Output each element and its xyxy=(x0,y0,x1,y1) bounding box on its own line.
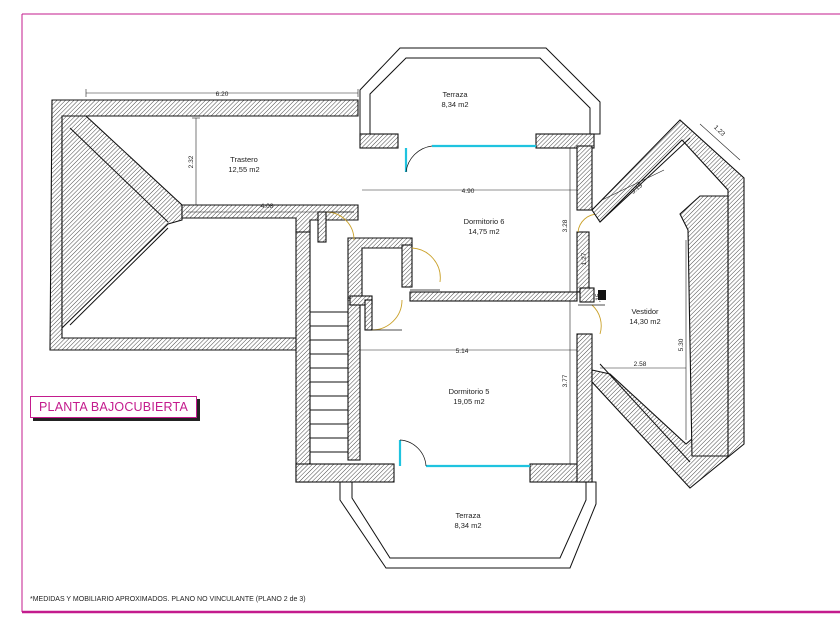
dim-label: 1.27 xyxy=(581,252,588,265)
dim-label: 2.58 xyxy=(634,361,647,368)
dim-label: 5.30 xyxy=(678,338,685,351)
doors xyxy=(325,211,605,335)
dim-label: 6.20 xyxy=(216,91,229,98)
vestidor-area: 14,30 m2 xyxy=(629,317,660,326)
dim-label: 4.08 xyxy=(261,203,274,210)
dormitorio5-area: 19,05 m2 xyxy=(453,397,484,406)
dim-label: 1.23 xyxy=(712,124,726,138)
trastero-area: 12,55 m2 xyxy=(228,165,259,174)
left-roof xyxy=(49,99,359,351)
dressing-room xyxy=(591,119,745,489)
stairs xyxy=(310,311,348,453)
dim-label: 3.28 xyxy=(562,219,569,232)
dim-label: 4.90 xyxy=(462,188,475,195)
terrace-top-name: Terraza xyxy=(442,90,468,99)
plan-title: PLANTA BAJOCUBIERTA xyxy=(30,396,197,418)
terrace-bottom xyxy=(339,481,597,569)
glass-doors xyxy=(398,144,536,468)
terrace-bottom-name: Terraza xyxy=(455,511,481,520)
dim-label: 2.32 xyxy=(188,155,195,168)
terrace-bottom-area: 8,34 m2 xyxy=(454,521,481,530)
main-walls xyxy=(295,145,606,483)
dormitorio6-area: 14,75 m2 xyxy=(468,227,499,236)
dormitorio6-name: Dormitorio 6 xyxy=(464,217,505,226)
dimension-lines xyxy=(85,89,741,464)
trastero-name: Trastero xyxy=(230,155,258,164)
dim-label: 5.14 xyxy=(456,348,469,355)
terrace-top-area: 8,34 m2 xyxy=(441,100,468,109)
vestidor-name: Vestidor xyxy=(631,307,659,316)
dormitorio5-name: Dormitorio 5 xyxy=(449,387,490,396)
dim-label: ,15 xyxy=(595,293,602,302)
terrace-top xyxy=(359,47,601,149)
dim-label: 3.77 xyxy=(562,374,569,387)
footnote: *MEDIDAS Y MOBILIARIO APROXIMADOS. PLANO… xyxy=(30,596,306,603)
